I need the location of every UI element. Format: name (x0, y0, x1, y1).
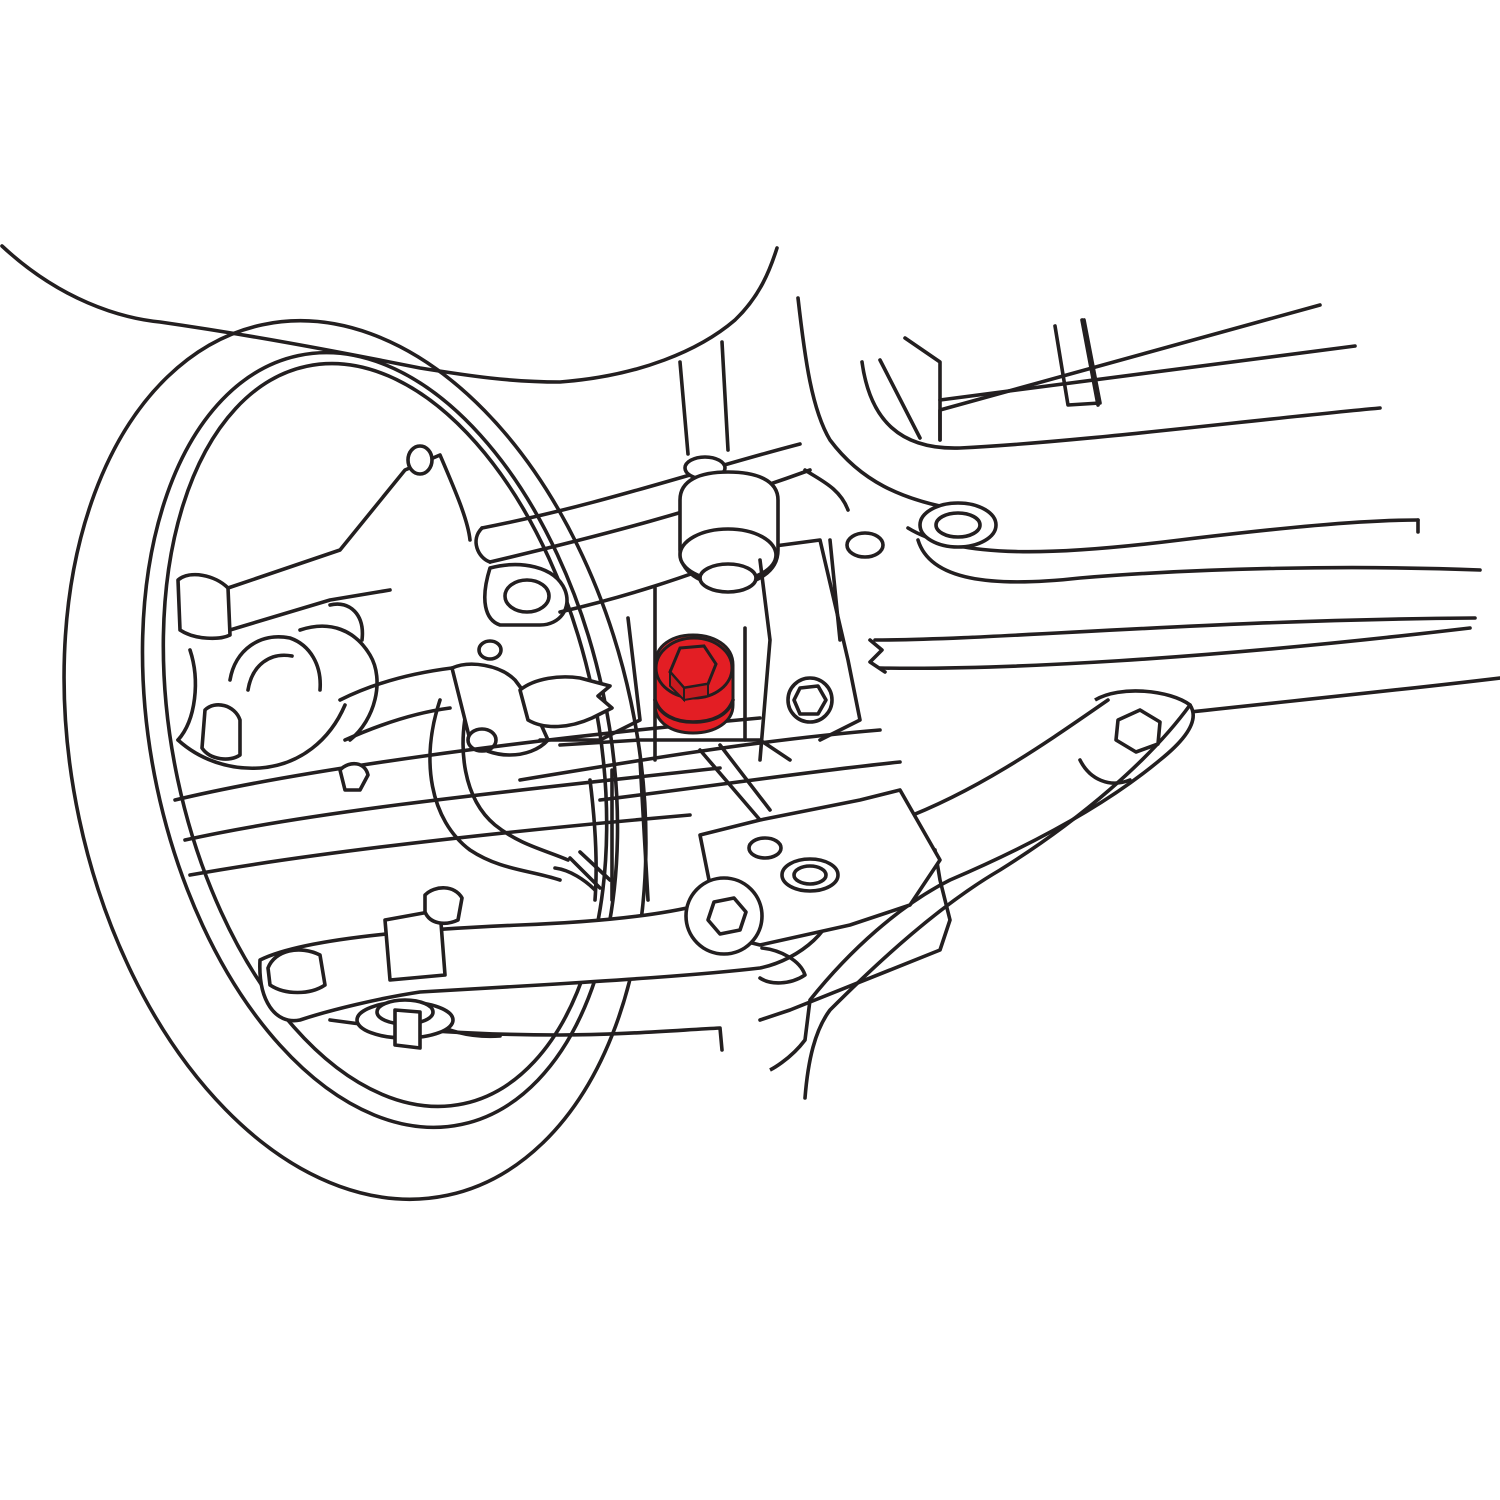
hub-carrier (684, 788, 942, 985)
upper-mount-bushing (678, 455, 998, 594)
lateral-links (173, 716, 902, 902)
knuckle-hub (176, 444, 472, 771)
frame-rails (860, 303, 1500, 714)
hex-bolt-icon (653, 633, 735, 735)
trailing-arm (758, 689, 1195, 1100)
sway-bar-icon (338, 639, 614, 892)
mount-bracket (538, 586, 792, 762)
strut-tower-bracket (678, 296, 962, 512)
body-fender (0, 244, 779, 384)
wheel-icon (62, 318, 648, 1202)
nut-icon (338, 538, 842, 792)
